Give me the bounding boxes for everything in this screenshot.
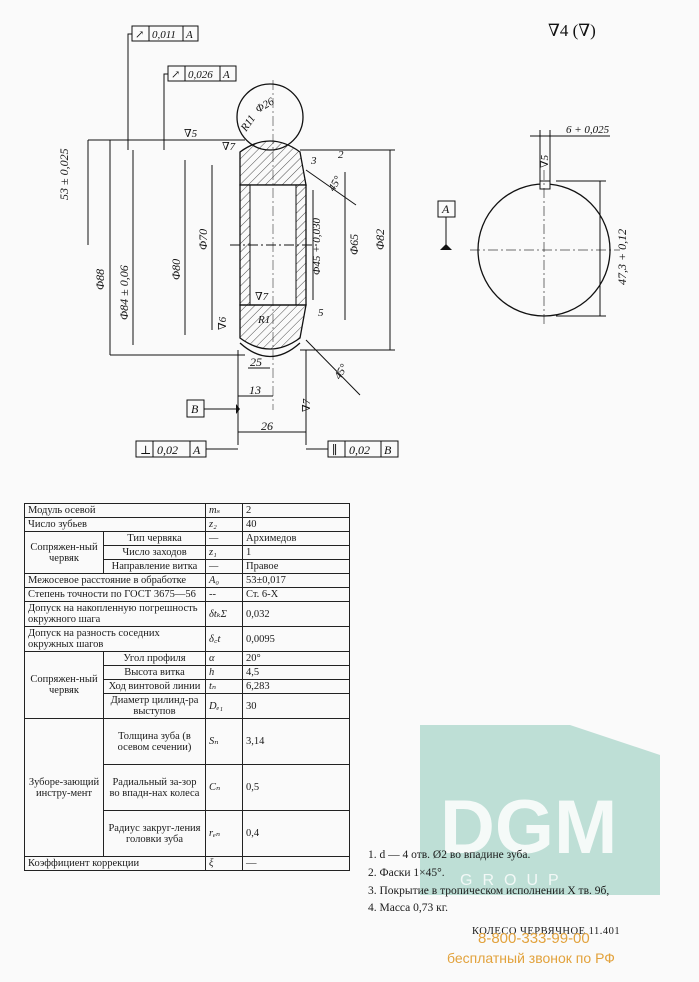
svg-text:13: 13 — [249, 383, 261, 397]
frame2-symbol: ↗ — [171, 69, 180, 81]
tolerance-frame-bottom-left: ⊥ 0,02 A — [135, 440, 238, 458]
svg-text:∇7: ∇7 — [301, 398, 313, 412]
watermark-phone[interactable]: 8-800-333-99-00 — [478, 930, 590, 947]
svg-text:26: 26 — [261, 419, 273, 433]
svg-text:GROUP: GROUP — [460, 872, 569, 889]
svg-text:Φ88: Φ88 — [93, 269, 107, 290]
gear-rim-bottom — [239, 304, 307, 350]
frame2-datum: A — [222, 69, 230, 81]
svg-text:∇7: ∇7 — [222, 141, 236, 153]
table-row: Допуск на накопленную погрешность окружн… — [24, 601, 350, 628]
svg-text:R1: R1 — [257, 314, 270, 326]
svg-text:B: B — [191, 402, 199, 416]
svg-text:6 + 0,025: 6 + 0,025 — [566, 124, 610, 136]
table-row: Направление витка—Правое — [25, 559, 350, 575]
svg-text:47,3 + 0,12: 47,3 + 0,12 — [615, 229, 629, 285]
svg-text:∇6: ∇6 — [217, 316, 229, 330]
svg-text:∇7: ∇7 — [255, 291, 269, 303]
datum-b: B — [186, 399, 240, 418]
svg-text:B: B — [384, 443, 392, 457]
title-stamp: КОЛЕСО ЧЕРВЯЧНОЕ 11.401 — [472, 926, 621, 937]
svg-text:2: 2 — [338, 149, 344, 161]
drawing-notes: 1. d — 4 отв. Ø2 во впадине зуба. 2. Фас… — [368, 847, 688, 918]
frame1-datum: A — [185, 29, 193, 41]
svg-text:53 ± 0,025: 53 ± 0,025 — [57, 148, 71, 200]
svg-text:Φ80: Φ80 — [169, 259, 183, 280]
tolerance-frame-top1: ↗ 0,011 A — [131, 25, 199, 42]
svg-text:3: 3 — [310, 155, 317, 167]
roughness-general: ∇4 (∇) — [548, 21, 596, 40]
tolerance-frame-top2: ↗ 0,026 A — [167, 65, 237, 82]
svg-text:A: A — [441, 202, 450, 216]
gear-rim-top — [239, 140, 307, 186]
table-row: Допуск на разность соседних окружных шаг… — [24, 626, 350, 653]
tolerance-frame-bottom-right: ∥ 0,02 B — [306, 440, 399, 458]
svg-text:25: 25 — [250, 355, 262, 369]
note-item: 3. Покрытие в тропическом исполнении X т… — [368, 884, 610, 897]
svg-text:∥: ∥ — [332, 443, 338, 457]
svg-text:0,02: 0,02 — [349, 443, 370, 457]
svg-text:Φ45 + 0,030: Φ45 + 0,030 — [311, 217, 323, 275]
svg-text:A: A — [192, 443, 201, 457]
left-dimensions — [87, 139, 245, 356]
svg-text:Φ82: Φ82 — [373, 229, 387, 250]
svg-text:⊥: ⊥ — [140, 443, 151, 457]
table-row: Степень точности по ГОСТ 3675—56--Ст. 6-… — [24, 587, 350, 603]
note-item: 2. Фаски 1×45°. — [368, 866, 445, 879]
frame1-value: 0,011 — [152, 29, 176, 41]
svg-text:5: 5 — [318, 307, 324, 319]
note-item: 4. Масса 0,73 кг. — [368, 902, 449, 915]
svg-text:DGM: DGM — [440, 785, 617, 870]
watermark-logo: DGM GROUP — [420, 725, 660, 895]
dim-r11: R11 — [238, 113, 258, 135]
svg-text:∇5: ∇5 — [539, 154, 551, 168]
svg-text:Φ65: Φ65 — [347, 234, 361, 255]
svg-text:45°: 45° — [332, 362, 350, 382]
keyway-view: 6 + 0,025 ∇5 47,3 + 0,12 A — [437, 124, 629, 325]
svg-text:Φ70: Φ70 — [196, 229, 210, 250]
frame2-value: 0,026 — [188, 69, 213, 81]
svg-text:0,02: 0,02 — [157, 443, 178, 457]
watermark-free-call: бесплатный звонок по РФ — [447, 950, 615, 966]
frame1-symbol: ↗ — [135, 29, 144, 41]
note-item: 1. d — 4 отв. Ø2 во впадине зуба. — [368, 849, 531, 861]
technical-drawing: ∇4 (∇) ↗ 0,011 A ↗ 0,026 A Φ26 R11 ∇5 ∇7… — [57, 21, 629, 458]
svg-text:∇5: ∇5 — [184, 128, 198, 140]
svg-text:Φ84 ± 0,06: Φ84 ± 0,06 — [117, 265, 131, 320]
